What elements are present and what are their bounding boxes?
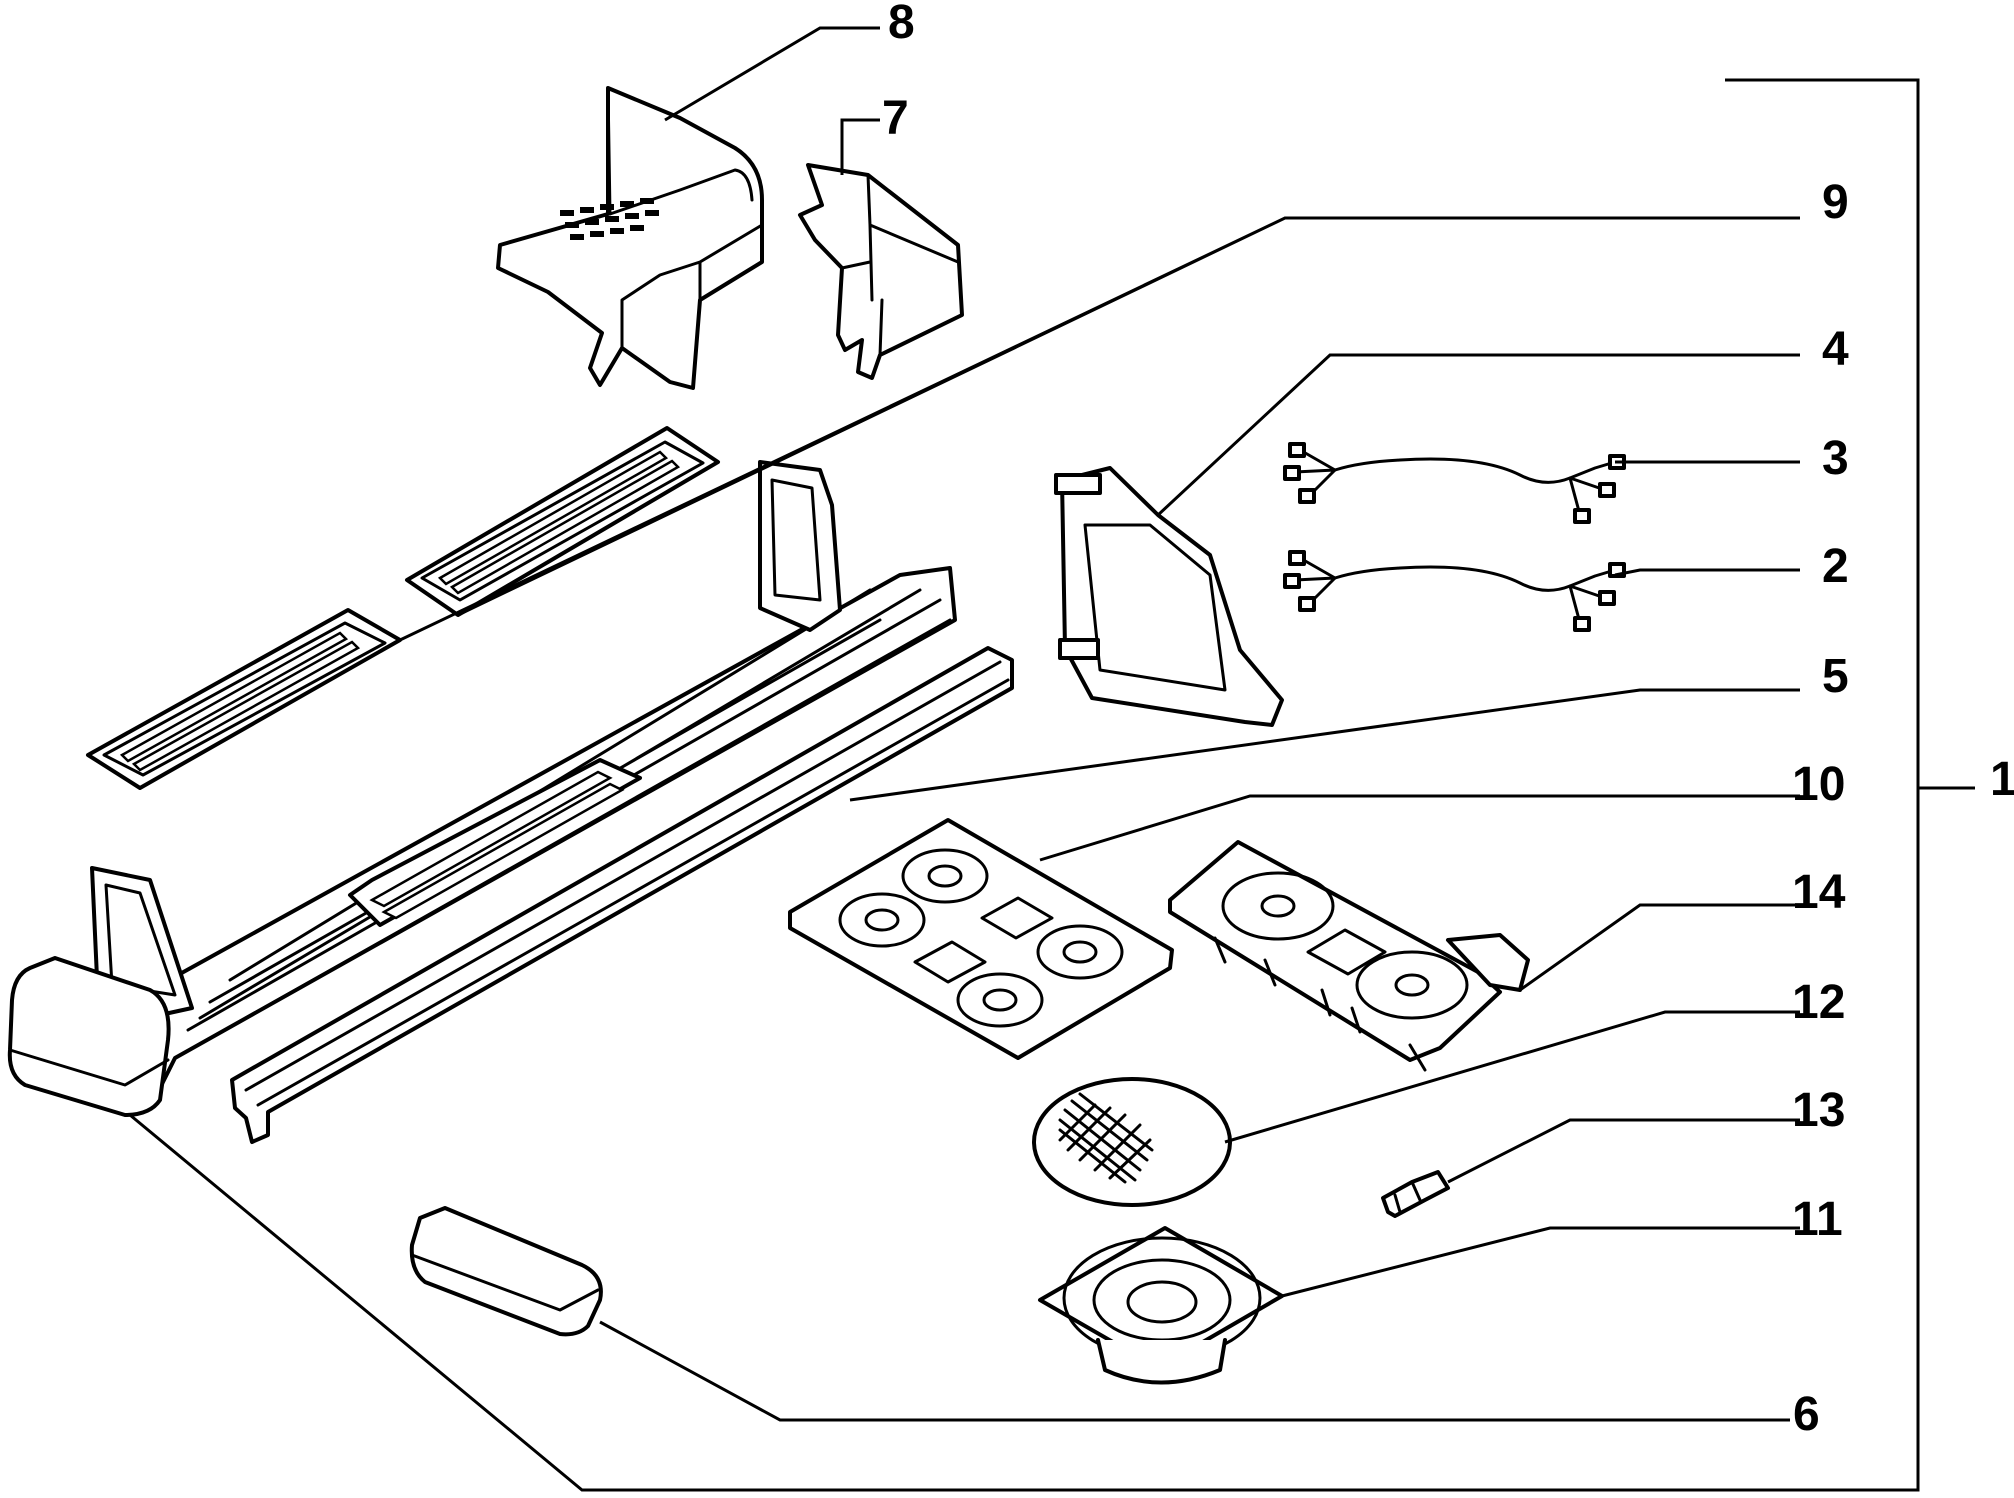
callout-8: 8 [888, 0, 915, 49]
part-13-pin[interactable] [1381, 1170, 1450, 1218]
callout-4: 4 [1822, 323, 1849, 376]
callout-5: 5 [1822, 650, 1849, 703]
part-9-grille-upper[interactable] [405, 426, 720, 617]
part-7-bracket[interactable] [798, 163, 964, 380]
part-11-loudspeaker[interactable] [1038, 1226, 1284, 1385]
callout-6: 6 [1793, 1388, 1820, 1441]
part-12-round-grille[interactable] [1032, 1077, 1232, 1207]
part-5-trim-rail[interactable] [230, 646, 1014, 1144]
part-2-wiring-harness[interactable] [1283, 550, 1626, 632]
part-10-mounting-plate[interactable] [788, 818, 1174, 1060]
callout-3: 3 [1822, 432, 1849, 485]
part-6-end-cap[interactable] [409, 1206, 603, 1337]
callout-12: 12 [1792, 976, 1845, 1029]
part-14-speaker-panel[interactable] [1168, 840, 1530, 1072]
callout-13: 13 [1792, 1084, 1845, 1137]
main-console-assembly[interactable] [7, 460, 957, 1117]
callout-14: 14 [1792, 866, 1846, 919]
callout-1: 1 [1990, 753, 2014, 806]
callout-2: 2 [1822, 540, 1849, 593]
part-8-duct-cover[interactable] [496, 86, 764, 390]
part-9-grille-lower[interactable] [86, 608, 402, 790]
callout-7: 7 [882, 92, 909, 145]
callout-9: 9 [1822, 176, 1849, 229]
callout-11: 11 [1792, 1193, 1843, 1246]
callout-labels: 8 7 9 4 3 2 5 10 1 14 12 13 11 6 [882, 0, 2014, 1441]
part-3-wiring-harness[interactable] [1283, 442, 1626, 524]
leader-lines [129, 26, 1975, 1492]
callout-10: 10 [1792, 758, 1845, 811]
part-4-speaker-frame[interactable] [1054, 466, 1284, 727]
